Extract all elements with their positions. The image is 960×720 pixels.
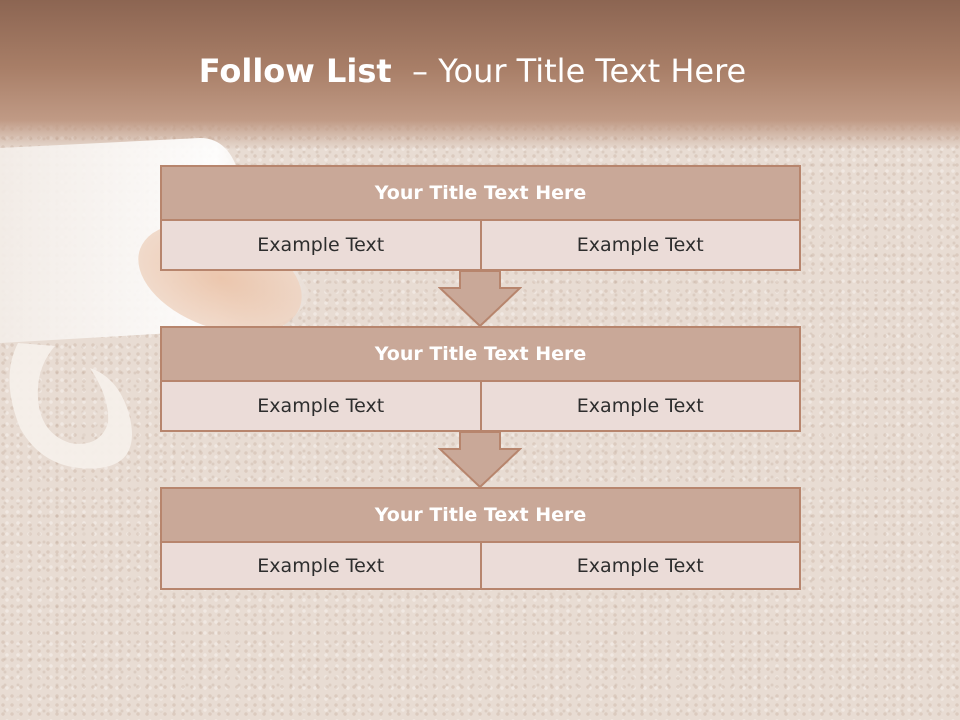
list-block-2: Your Title Text Here Example Text Exampl… bbox=[160, 326, 801, 432]
block-row: Example Text Example Text bbox=[160, 543, 801, 590]
block-cell-right: Example Text bbox=[481, 543, 801, 590]
down-arrow-icon bbox=[438, 431, 522, 489]
block-title: Your Title Text Here bbox=[160, 326, 801, 382]
slide-title-rest: – Your Title Text Here bbox=[391, 52, 747, 90]
block-row: Example Text Example Text bbox=[160, 382, 801, 432]
slide-title: Follow List – Your Title Text Here bbox=[0, 52, 945, 90]
header-band bbox=[0, 0, 960, 150]
block-title: Your Title Text Here bbox=[160, 165, 801, 221]
block-cell-left: Example Text bbox=[160, 221, 482, 271]
block-cell-right: Example Text bbox=[481, 221, 801, 271]
block-cell-left: Example Text bbox=[160, 382, 482, 432]
slide-title-bold: Follow List bbox=[198, 52, 392, 90]
list-block-1: Your Title Text Here Example Text Exampl… bbox=[160, 165, 801, 271]
block-cell-right: Example Text bbox=[481, 382, 801, 432]
list-block-3: Your Title Text Here Example Text Exampl… bbox=[160, 487, 801, 590]
down-arrow-icon bbox=[438, 270, 522, 328]
block-title: Your Title Text Here bbox=[160, 487, 801, 543]
block-cell-left: Example Text bbox=[160, 543, 482, 590]
block-row: Example Text Example Text bbox=[160, 221, 801, 271]
